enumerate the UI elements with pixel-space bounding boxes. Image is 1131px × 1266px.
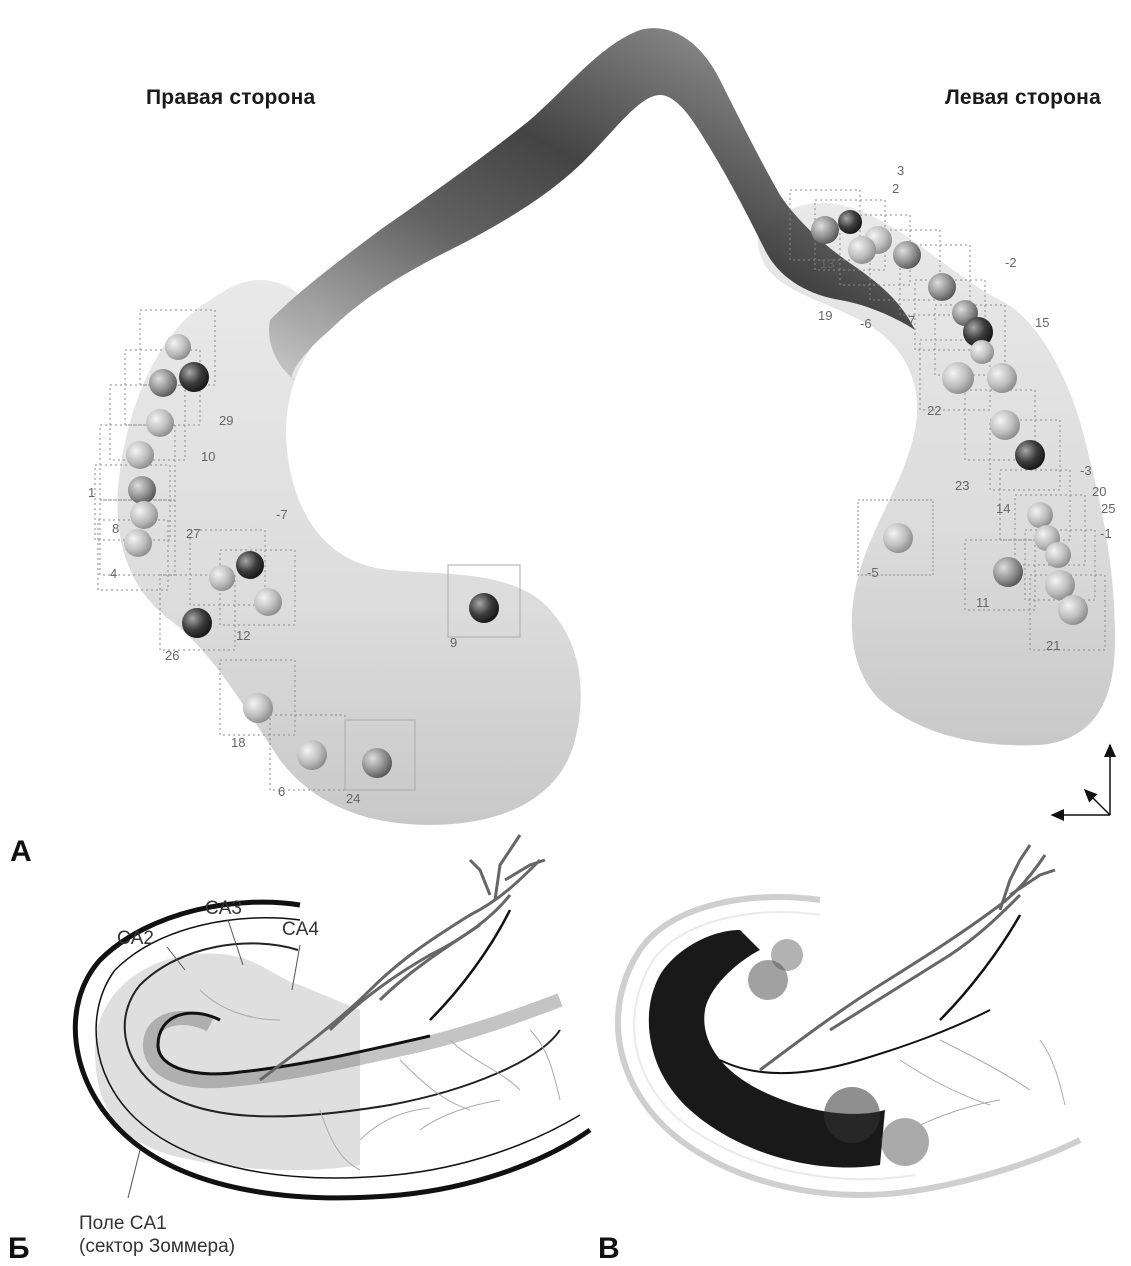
lesion-number: 29 xyxy=(219,413,233,428)
lesion-number: 19 xyxy=(818,308,832,323)
panel-b-letter: Б xyxy=(8,1232,30,1266)
lesion-number: -5 xyxy=(867,565,879,580)
lesion-number: 8 xyxy=(112,521,119,536)
lesion-number: 24 xyxy=(346,791,360,806)
ca4-label: CA4 xyxy=(282,919,319,941)
lesion-number: 3 xyxy=(897,163,904,178)
lesion-number: 1 xyxy=(88,485,95,500)
lesion-number: 26 xyxy=(165,648,179,663)
right-hippocampus-body xyxy=(117,280,580,825)
lesion-number: -3 xyxy=(1080,463,1092,478)
lesion-number: -1 xyxy=(1100,526,1112,541)
orientation-axes xyxy=(1052,745,1110,815)
lesion-number: 14 xyxy=(996,501,1010,516)
panel-c-letter: В xyxy=(598,1232,620,1266)
lesion-number: 6 xyxy=(278,784,285,799)
ca1-sector-label: (сектор Зоммера) xyxy=(79,1236,235,1258)
lesion-number: 13 xyxy=(820,256,834,271)
lesion-number: 10 xyxy=(201,449,215,464)
lesion-number: 2 xyxy=(892,181,899,196)
lesion-number: 21 xyxy=(1046,638,1060,653)
lesion-number: 7 xyxy=(908,313,915,328)
lesion-number: 25 xyxy=(1101,501,1115,516)
lesion-number: -2 xyxy=(1005,255,1017,270)
lesion-number: 15 xyxy=(1035,315,1049,330)
lesion-number: 22 xyxy=(927,403,941,418)
lesion-number: 11 xyxy=(976,595,990,610)
lesion-number: 9 xyxy=(450,635,457,650)
ca2-label: CA2 xyxy=(117,928,154,950)
lesion-number: 27 xyxy=(186,526,200,541)
lesion-number: 4 xyxy=(110,566,117,581)
ca3-label: CA3 xyxy=(205,898,242,920)
lesion-number: -6 xyxy=(860,316,872,331)
lesion-number: 18 xyxy=(231,735,245,750)
lesion-number: 20 xyxy=(1092,484,1106,499)
panel-b-schematic xyxy=(75,835,1080,1198)
panel-c-schematic xyxy=(618,845,1080,1195)
ca1-field-label: Поле CA1 xyxy=(79,1213,167,1235)
lesion-number: 12 xyxy=(236,628,250,643)
lesion-number: 23 xyxy=(955,478,969,493)
lesion-number: -7 xyxy=(276,507,288,522)
